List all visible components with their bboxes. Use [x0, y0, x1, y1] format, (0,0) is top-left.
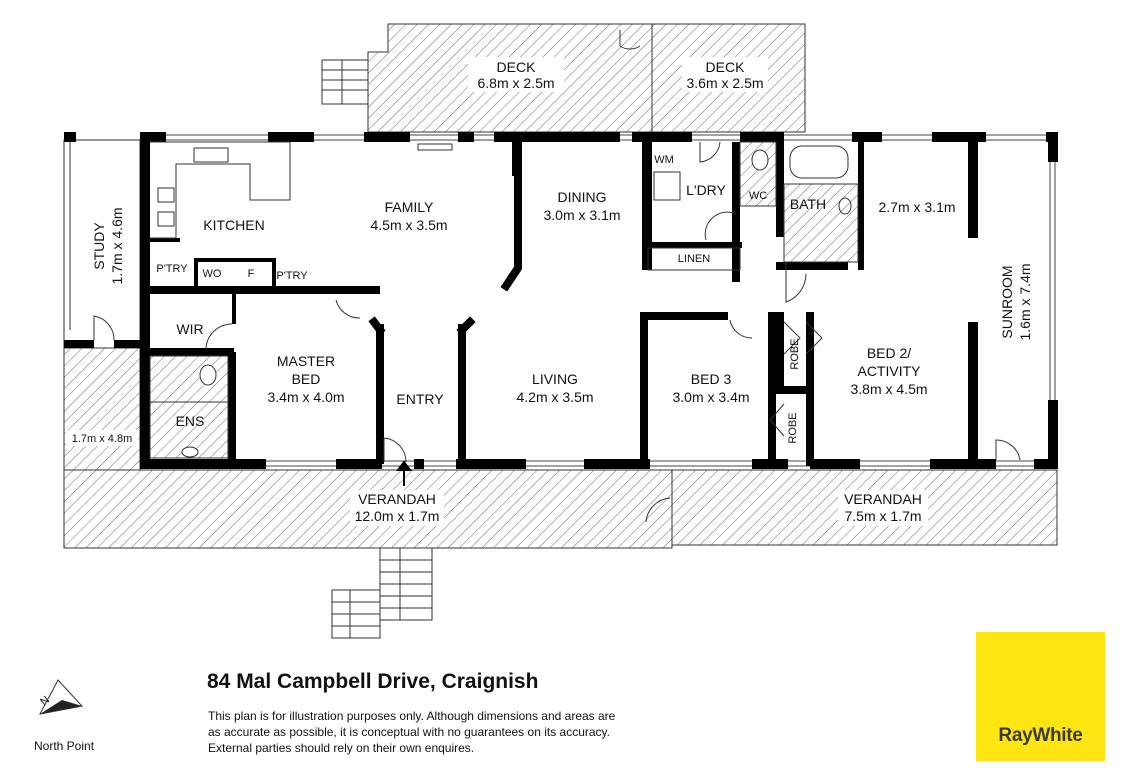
decks — [63, 23, 1058, 549]
deck-left-name: DECK — [497, 59, 537, 75]
bed2-size: 3.8m x 4.5m — [850, 381, 927, 397]
family-size: 4.5m x 3.5m — [370, 217, 447, 233]
verandah-left-name: VERANDAH — [358, 491, 436, 507]
side-deck-size: 1.7m x 4.8m — [72, 433, 133, 445]
angled-walls — [368, 172, 522, 336]
study-size: 1.7m x 4.6m — [109, 207, 125, 284]
verandah-right-name: VERANDAH — [844, 491, 922, 507]
bed3-size: 3.0m x 3.4m — [672, 389, 749, 405]
dining-size: 3.0m x 3.1m — [543, 207, 620, 223]
sunroom-size: 1.6m x 7.4m — [1017, 263, 1033, 340]
living-size: 4.2m x 3.5m — [516, 389, 593, 405]
property-address: 84 Mal Campbell Drive, Craignish — [207, 670, 539, 693]
ensuite-name: ENS — [176, 413, 205, 429]
deck-right-size: 3.6m x 2.5m — [686, 75, 763, 91]
stairs — [321, 59, 433, 639]
bed2-name-2: ACTIVITY — [857, 363, 921, 379]
family-name: FAMILY — [385, 199, 434, 215]
master-size: 3.4m x 4.0m — [267, 389, 344, 405]
bed2-name-1: BED 2/ — [867, 345, 911, 361]
stairs-deck — [321, 59, 369, 105]
deck-right-name: DECK — [706, 59, 746, 75]
wm-name: WM — [654, 154, 674, 166]
north-point-icon: N — [38, 679, 83, 715]
robe-a-name: ROBE — [789, 338, 801, 369]
doors — [93, 30, 1021, 523]
entry-arrow-icon — [396, 460, 412, 486]
disclaimer-line: External parties should rely on their ow… — [208, 741, 475, 755]
master-name-2: BED — [292, 371, 321, 387]
laundry-name: L'DRY — [686, 182, 726, 198]
north-point-label: North Point — [34, 739, 95, 753]
study-outline — [63, 139, 141, 349]
linen-name: LINEN — [678, 253, 710, 265]
bath-name: BATH — [790, 196, 826, 212]
living-name: LIVING — [532, 371, 578, 387]
room-labels: DECK 6.8m x 2.5m DECK 3.6m x 2.5m STUDY … — [72, 59, 1033, 524]
wir-name: WIR — [176, 321, 203, 337]
kitchen-name: KITCHEN — [203, 217, 264, 233]
verandah-right-size: 7.5m x 1.7m — [844, 508, 921, 524]
pantry2-name: P'TRY — [276, 270, 308, 282]
side-deck — [63, 347, 141, 471]
dining-name: DINING — [558, 189, 607, 205]
wc-name: WC — [749, 190, 767, 202]
fridge-name: F — [248, 268, 255, 280]
walls — [64, 132, 1058, 469]
verandah-left-size: 12.0m x 1.7m — [355, 508, 440, 524]
study-name: STUDY — [91, 222, 107, 270]
brand-name: RayWhite — [998, 725, 1083, 746]
master-name-1: MASTER — [277, 353, 335, 369]
disclaimer: This plan is for illustration purposes o… — [208, 708, 678, 756]
bed3-name: BED 3 — [691, 371, 732, 387]
deck-left-size: 6.8m x 2.5m — [477, 75, 554, 91]
raywhite-logo: RayWhite — [976, 632, 1105, 761]
robe-b-name: ROBE — [787, 412, 799, 443]
sunroom-name: SUNROOM — [999, 265, 1015, 338]
bed4-size: 2.7m x 3.1m — [878, 199, 955, 215]
wo-name: WO — [203, 268, 222, 280]
disclaimer-line: This plan is for illustration purposes o… — [208, 709, 616, 723]
fixtures — [149, 141, 859, 459]
pantry-name: P'TRY — [156, 263, 188, 275]
disclaimer-line: as accurate as possible, it is conceptua… — [208, 725, 610, 739]
entry-name: ENTRY — [396, 391, 444, 407]
